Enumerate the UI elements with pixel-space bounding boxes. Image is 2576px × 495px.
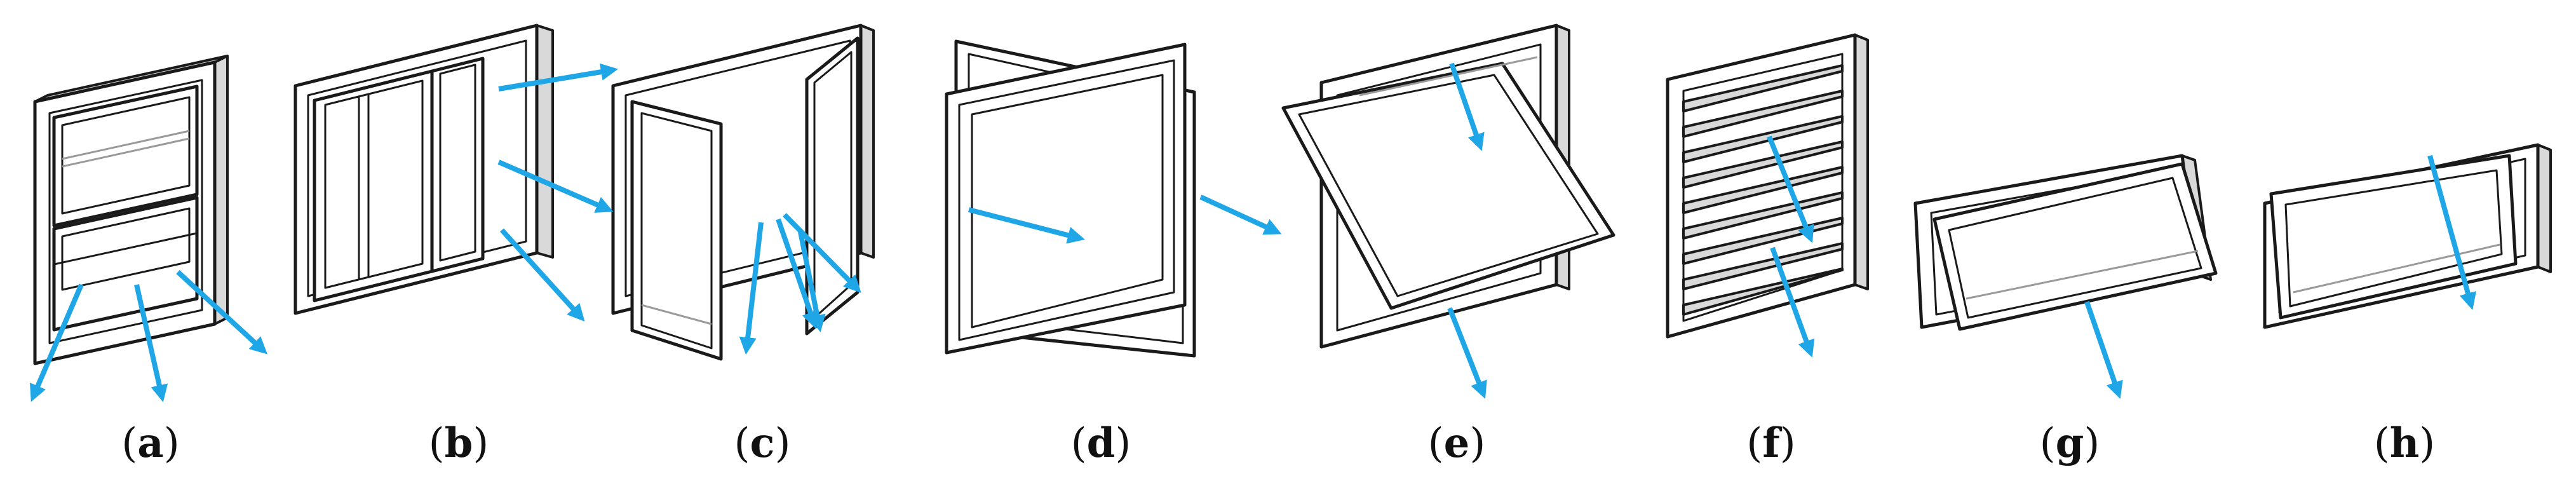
arrow-c-2	[776, 218, 819, 329]
arrow-h-1	[2427, 154, 2477, 310]
arrow-f-1	[1767, 135, 1814, 243]
caption-a: (a)	[121, 419, 180, 467]
arrow-d-1	[968, 207, 1085, 244]
arrow-c-4	[798, 231, 826, 333]
caption-g: (g)	[2039, 419, 2100, 467]
arrow-b-3	[500, 228, 585, 322]
caption-c: (c)	[734, 419, 791, 467]
arrow-c-3	[783, 213, 861, 293]
arrow-a-3	[176, 270, 268, 355]
arrow-f-2	[1770, 247, 1815, 358]
caption-f: (f)	[1746, 419, 1796, 467]
arrow-c-1	[739, 222, 764, 355]
caption-e: (e)	[1427, 419, 1486, 467]
arrow-e-2	[1447, 307, 1487, 399]
window-c-casement	[611, 24, 875, 361]
caption-d: (d)	[1070, 419, 1131, 467]
arrow-b-2	[497, 159, 614, 213]
caption-b: (b)	[428, 419, 489, 467]
arrow-a-1	[30, 283, 84, 402]
window-b-sliding	[293, 24, 554, 315]
window-a-double-hung	[33, 55, 229, 365]
window-g-awning	[1913, 154, 2218, 331]
arrow-b-1	[498, 63, 619, 92]
arrow-a-2	[134, 284, 168, 402]
window-h-hopper	[2263, 143, 2552, 329]
window-f-louvre	[1666, 33, 1869, 339]
arrow-d-2	[1199, 194, 1282, 235]
arrow-g-1	[2084, 301, 2123, 399]
window-d-pivot	[945, 39, 1196, 358]
movement-arrows	[30, 62, 2477, 402]
caption-h: (h)	[2373, 419, 2436, 467]
arrow-e-1	[1449, 62, 1485, 151]
window-e-horizontal-pivot	[1281, 24, 1615, 349]
